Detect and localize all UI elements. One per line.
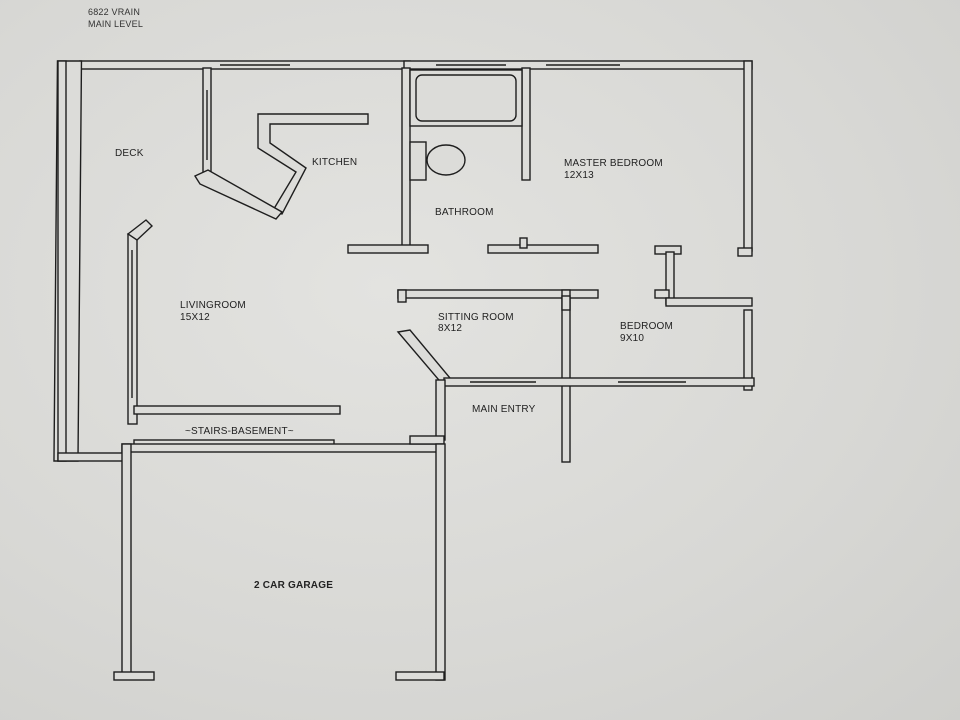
- bath-west-wall: [401, 67, 411, 251]
- plan-header: 6822 VRAIN MAIN LEVEL: [88, 6, 143, 30]
- wall-right: [743, 60, 753, 252]
- wall-right-lower: [743, 309, 753, 391]
- garage-sw-corner: [113, 671, 155, 681]
- room-label-bathroom: BATHROOM: [435, 207, 494, 218]
- bathtub-inner: [415, 74, 517, 122]
- garage-se-corner: [395, 671, 445, 681]
- garage-east-wall: [435, 443, 446, 681]
- room-label-master-bedroom: MASTER BEDROOM: [564, 158, 663, 169]
- bath-south-wall-left: [347, 244, 429, 254]
- toilet-bowl: [426, 144, 466, 176]
- wall-left-outer: [57, 60, 67, 462]
- bath-stub: [519, 237, 528, 249]
- stairs-north-wall: [133, 405, 341, 415]
- kitchen-counter: [257, 113, 369, 215]
- room-label-stairs: ~STAIRS-BASEMENT~: [185, 426, 294, 437]
- sitting-angle-wall: [396, 329, 451, 388]
- address-title: 6822 VRAIN: [88, 7, 141, 17]
- room-label-garage: 2 CAR GARAGE: [254, 580, 334, 591]
- master-south-wall: [665, 297, 753, 307]
- room-size-sitting-room: 8X12: [438, 323, 463, 334]
- room-size-bedroom: 9X10: [620, 333, 645, 344]
- closet-wall-c: [654, 289, 670, 299]
- sitting-east-stub: [561, 295, 571, 311]
- room-label-livingroom: LIVINGROOM: [180, 300, 246, 311]
- room-label-kitchen: KITCHEN: [312, 157, 358, 168]
- garage-north-wall: [121, 443, 445, 453]
- sitting-divider-post: [397, 289, 407, 303]
- garage-west-wall: [121, 443, 132, 679]
- toilet-tank: [409, 141, 427, 181]
- room-size-livingroom: 15X12: [180, 312, 210, 323]
- level-title: MAIN LEVEL: [88, 19, 144, 29]
- wall-bottom-left: [57, 452, 129, 462]
- bath-south-wall-right: [487, 244, 599, 254]
- room-label-deck: DECK: [115, 148, 144, 159]
- living-corner: [126, 219, 154, 241]
- master-east-notch: [737, 247, 753, 257]
- sitting-east-wall: [561, 289, 571, 463]
- room-label-bedroom: BEDROOM: [620, 321, 674, 332]
- room-label-sitting-room: SITTING ROOM: [438, 312, 514, 323]
- room-label-main-entry: MAIN ENTRY: [472, 404, 536, 415]
- garage-north-stub: [409, 435, 445, 445]
- room-size-master-bedroom: 12X13: [564, 170, 594, 181]
- living-east-post: [435, 379, 446, 441]
- bath-east-wall: [521, 67, 531, 181]
- kitchen-angle-wall: [193, 169, 284, 220]
